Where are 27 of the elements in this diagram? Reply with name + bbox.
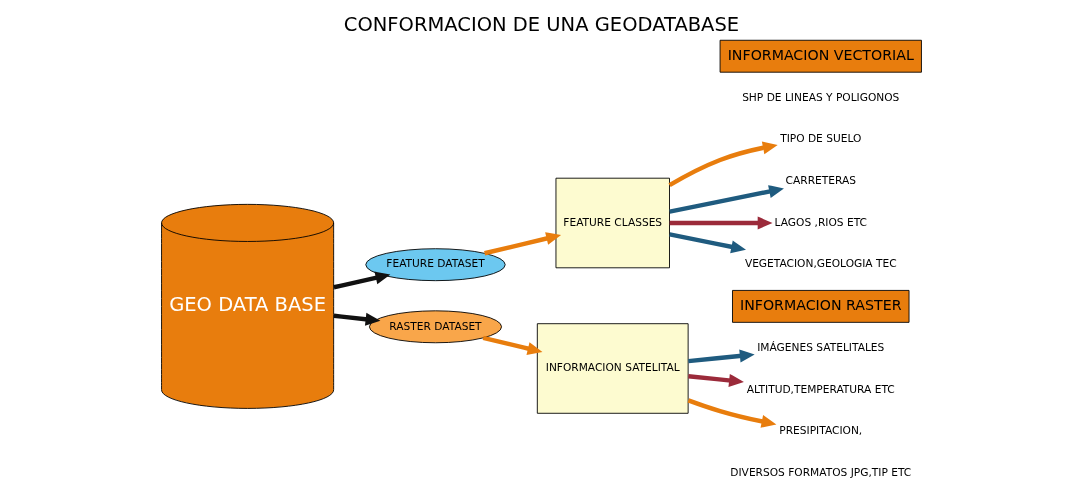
arrow: [669, 232, 746, 254]
node-text: IMÁGENES SATELITALES: [757, 340, 885, 354]
arrow: [669, 216, 773, 230]
arrow: [669, 185, 784, 214]
node-ellipse: FEATURE DATASET: [365, 248, 506, 282]
arrow: [484, 232, 562, 256]
arrow: [688, 373, 744, 387]
node-box: INFORMACION RASTER: [732, 289, 910, 323]
diagram-title: CONFORMACION DE UNA GEODATABASE: [343, 13, 740, 37]
arrow: [333, 271, 391, 290]
arrow: [688, 349, 755, 364]
label: DIVERSOS FORMATOS JPG,TIP ETC: [730, 465, 912, 479]
node-text: TIPO DE SUELO: [780, 132, 862, 146]
node-text: VEGETACION,GEOLOGIA TEC: [744, 257, 897, 271]
node-text: PRESIPITACION,: [779, 424, 863, 438]
node-box: INFORMACION SATELITAL: [536, 323, 689, 414]
arrow: [333, 312, 381, 326]
arrow: [668, 141, 778, 188]
label: SHP DE LINEAS Y POLIGONOS: [742, 90, 900, 104]
arrow: [482, 335, 543, 355]
node-ellipse: RASTER DATASET: [369, 310, 502, 344]
node-box: FEATURE CLASSES: [555, 177, 670, 269]
node-box: INFORMACION VECTORIAL: [719, 39, 922, 73]
arrow: [687, 398, 777, 428]
node-text: CARRETERAS: [785, 174, 856, 188]
node-text: ALTITUD,TEMPERATURA ETC: [746, 382, 895, 396]
node-text: LAGOS ,RIOS ETC: [774, 215, 867, 229]
